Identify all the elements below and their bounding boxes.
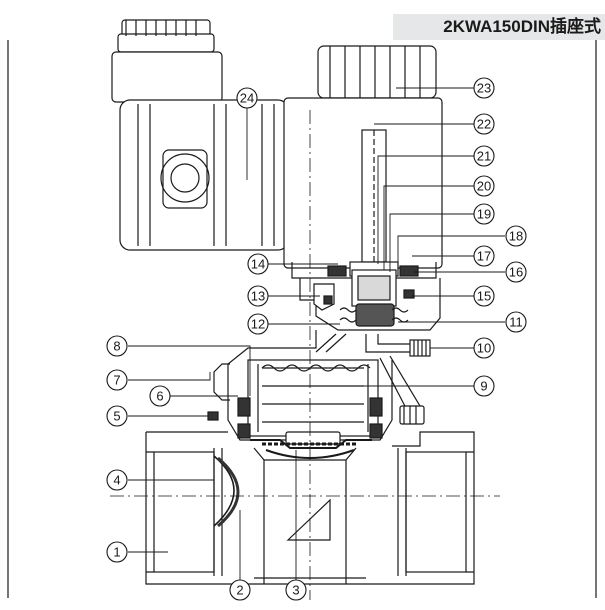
callout-circle <box>106 541 128 563</box>
callout-label: 10 <box>477 341 491 356</box>
callout-label: 6 <box>156 389 163 404</box>
callout-15: 15 <box>473 285 495 307</box>
title-banner <box>393 14 605 40</box>
callout-16: 16 <box>505 261 527 283</box>
callout-circle <box>473 203 495 225</box>
callout-20: 20 <box>473 175 495 197</box>
callout-13: 13 <box>247 285 269 307</box>
leader-lines <box>128 87 505 584</box>
callout-label: 8 <box>113 339 120 354</box>
callout-circle <box>473 113 495 135</box>
callout-label: 14 <box>251 257 265 272</box>
callout-24: 24 <box>236 87 258 109</box>
din-connector <box>111 19 289 251</box>
callout-label: 13 <box>251 289 265 304</box>
callout-18: 18 <box>505 225 527 247</box>
callout-circle <box>473 77 495 99</box>
callout-label: 1 <box>113 545 120 560</box>
diagram-title: 2KWA150DIN插座式 <box>443 17 601 36</box>
callout-label: 9 <box>480 379 487 394</box>
pilot-tube <box>365 334 431 425</box>
callout-circle <box>473 245 495 267</box>
callout-label: 20 <box>477 179 491 194</box>
callout-circle <box>505 261 527 283</box>
callout-9: 9 <box>473 375 495 397</box>
callout-circle <box>106 335 128 357</box>
bonnet-assembly <box>299 261 441 331</box>
callout-circle <box>247 313 269 335</box>
callout-label: 18 <box>509 229 523 244</box>
callout-circle <box>473 285 495 307</box>
callout-circle <box>106 405 128 427</box>
callout-circle <box>149 385 171 407</box>
callout-4: 4 <box>106 469 128 491</box>
callout-circle <box>473 145 495 167</box>
callout-label: 2 <box>236 583 243 598</box>
callout-circle <box>106 369 128 391</box>
callout-1: 1 <box>106 541 128 563</box>
callout-12: 12 <box>247 313 269 335</box>
callout-22: 22 <box>473 113 495 135</box>
callout-circle <box>236 87 258 109</box>
callout-5: 5 <box>106 405 128 427</box>
callout-label: 12 <box>251 317 265 332</box>
callout-label: 23 <box>477 81 491 96</box>
callout-21: 21 <box>473 145 495 167</box>
callout-circle <box>247 253 269 275</box>
callout-circle <box>229 579 251 601</box>
callout-23: 23 <box>473 77 495 99</box>
callout-label: 22 <box>477 117 491 132</box>
callout-label: 7 <box>113 373 120 388</box>
coil-assembly <box>283 45 443 279</box>
callout-3: 3 <box>285 579 307 601</box>
callout-label: 21 <box>477 149 491 164</box>
callout-circle <box>106 469 128 491</box>
callout-11: 11 <box>505 311 527 333</box>
callout-circle <box>247 285 269 307</box>
callout-label: 15 <box>477 289 491 304</box>
callout-6: 6 <box>149 385 171 407</box>
diaphragm-chamber <box>207 330 393 441</box>
callout-circle <box>505 311 527 333</box>
callout-circle <box>473 337 495 359</box>
callout-8: 8 <box>106 335 128 357</box>
callout-circle <box>473 375 495 397</box>
end-plug <box>213 455 240 528</box>
callout-label: 11 <box>509 315 523 330</box>
callout-circle <box>473 175 495 197</box>
callout-label: 4 <box>113 473 120 488</box>
callout-label: 3 <box>292 583 299 598</box>
callout-label: 24 <box>240 91 254 106</box>
callout-2: 2 <box>229 579 251 601</box>
callout-circle <box>285 579 307 601</box>
callout-17: 17 <box>473 245 495 267</box>
callout-label: 5 <box>113 409 120 424</box>
callout-14: 14 <box>247 253 269 275</box>
callout-label: 16 <box>509 265 523 280</box>
callout-7: 7 <box>106 369 128 391</box>
callout-10: 10 <box>473 337 495 359</box>
callout-19: 19 <box>473 203 495 225</box>
valve-body <box>145 431 475 585</box>
callout-circle <box>505 225 527 247</box>
callout-label: 19 <box>477 207 491 222</box>
callout-label: 17 <box>477 249 491 264</box>
